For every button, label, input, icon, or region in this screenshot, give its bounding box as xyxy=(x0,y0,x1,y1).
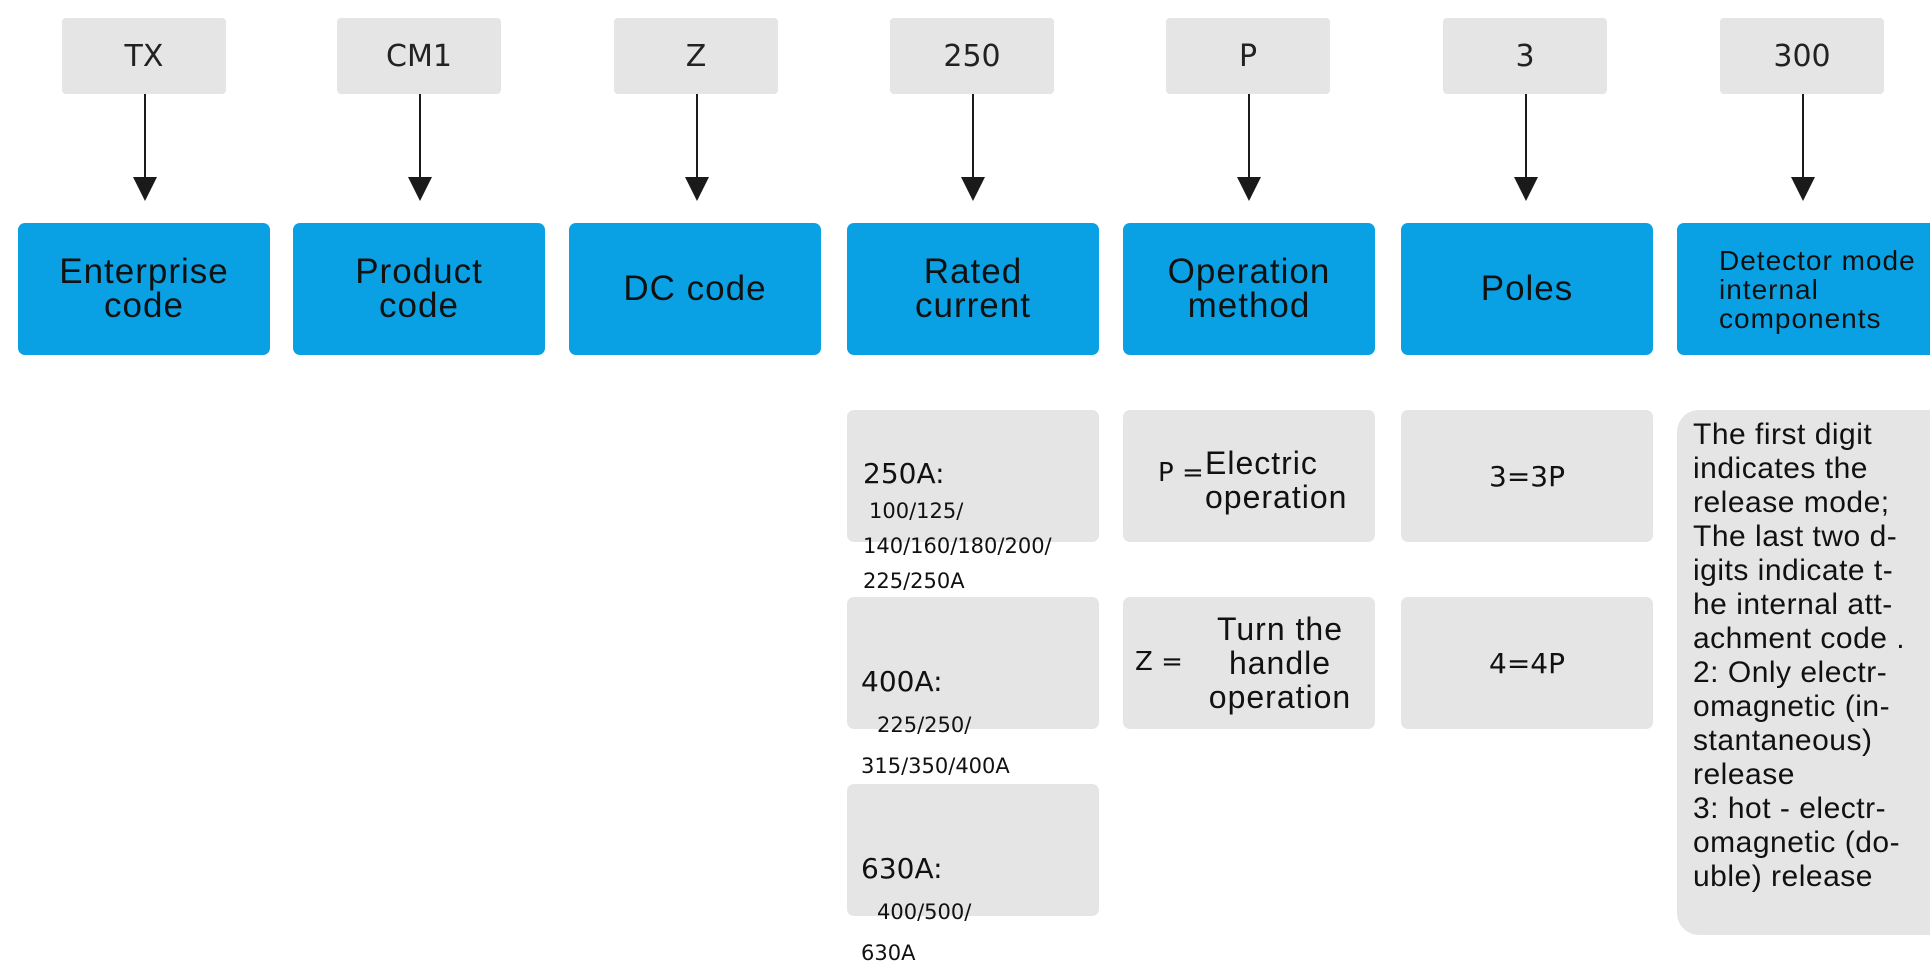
arrow-down-icon xyxy=(1514,94,1538,201)
code-box-operation: P xyxy=(1166,18,1330,94)
poles-value: 3=3P xyxy=(1489,459,1565,493)
arrow-down-icon xyxy=(685,94,709,201)
code-box-dc: Z xyxy=(614,18,778,94)
category-product-code: Product code xyxy=(293,223,545,355)
poles-option: 3=3P xyxy=(1401,410,1653,542)
code-value: TX xyxy=(124,38,164,74)
category-label: DC code xyxy=(623,269,767,308)
rated-current-rating: 250A: xyxy=(863,457,945,490)
detector-description-box: The first digit indicates the release mo… xyxy=(1677,410,1930,935)
arrow-down-icon xyxy=(133,94,157,201)
code-box-product: CM1 xyxy=(337,18,501,94)
rated-current-values: 400/500/ 630A xyxy=(861,900,972,965)
code-value: P xyxy=(1238,38,1258,74)
code-value: CM1 xyxy=(386,38,452,74)
category-poles: Poles xyxy=(1401,223,1653,355)
category-label: Product code xyxy=(355,252,483,325)
code-value: Z xyxy=(685,38,707,74)
code-box-rated-current: 250 xyxy=(890,18,1054,94)
operation-key: Z = xyxy=(1135,647,1183,677)
code-value: 250 xyxy=(943,38,1001,74)
category-rated-current: Rated current xyxy=(847,223,1099,355)
code-value: 3 xyxy=(1515,38,1535,74)
category-label: Rated current xyxy=(915,252,1031,325)
category-detector-mode: Detector mode internal components xyxy=(1677,223,1930,355)
operation-description: Turn the handle operation xyxy=(1208,611,1352,715)
operation-key: P = xyxy=(1158,458,1204,488)
category-enterprise-code: Enterprise code xyxy=(18,223,270,355)
category-dc-code: DC code xyxy=(569,223,821,355)
category-label: Poles xyxy=(1480,269,1574,308)
poles-value: 4=4P xyxy=(1489,646,1565,680)
category-label: Operation method xyxy=(1167,252,1331,325)
rated-current-option: 630A: 400/500/ 630A xyxy=(847,784,1099,965)
rated-current-rating: 400A: xyxy=(861,665,943,698)
code-box-poles: 3 xyxy=(1443,18,1607,94)
rated-current-rating: 630A: xyxy=(861,852,943,885)
rated-current-values: 225/250/ 315/350/400A xyxy=(861,713,1010,778)
arrow-down-icon xyxy=(961,94,985,201)
detector-description-text: The first digit indicates the release mo… xyxy=(1693,418,1906,893)
code-box-detector: 300 xyxy=(1720,18,1884,94)
arrow-down-icon xyxy=(1791,94,1815,201)
rated-current-option: 250A: 100/125/ 140/160/180/200/ 225/250A xyxy=(847,410,1099,593)
rated-current-values: 100/125/ 140/160/180/200/ 225/250A xyxy=(863,499,1052,593)
arrow-down-icon xyxy=(1237,94,1261,201)
operation-option: Z = Turn the handle operation xyxy=(1123,597,1375,729)
code-box-enterprise: TX xyxy=(62,18,226,94)
category-label: Enterprise code xyxy=(59,252,229,325)
rated-current-option: 400A: 225/250/ 315/350/400A xyxy=(847,597,1099,778)
poles-option: 4=4P xyxy=(1401,597,1653,729)
category-label: Detector mode internal components xyxy=(1719,244,1916,334)
operation-option: P = Electric operation xyxy=(1123,410,1375,542)
arrow-down-icon xyxy=(408,94,432,201)
operation-description: Electric operation xyxy=(1205,445,1348,515)
code-value: 300 xyxy=(1773,38,1831,74)
category-operation-method: Operation method xyxy=(1123,223,1375,355)
